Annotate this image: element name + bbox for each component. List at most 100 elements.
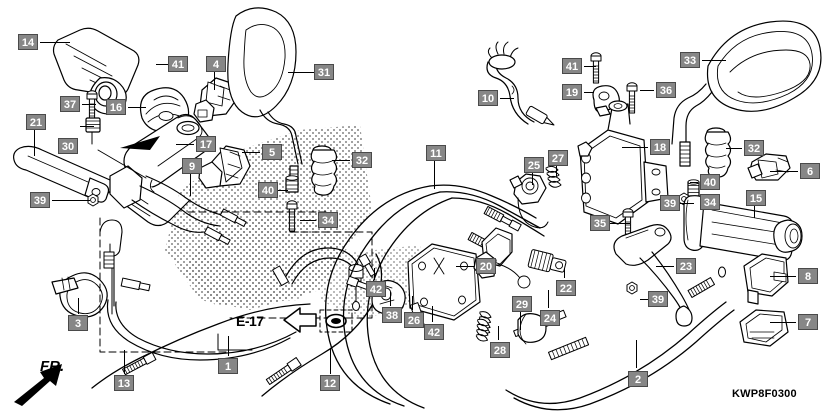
callout-26[interactable]: 26 xyxy=(404,312,424,328)
leader-13 xyxy=(124,350,125,374)
leader-19 xyxy=(584,92,594,93)
callout-36[interactable]: 36 xyxy=(656,82,676,98)
callout-42[interactable]: 42 xyxy=(424,324,444,340)
callout-24[interactable]: 24 xyxy=(540,310,560,326)
callout-34[interactable]: 34 xyxy=(700,194,720,210)
callout-31[interactable]: 31 xyxy=(314,64,334,80)
callout-30[interactable]: 30 xyxy=(58,138,78,154)
leader-10 xyxy=(500,98,514,99)
leader-18 xyxy=(622,147,648,148)
leader-30 xyxy=(80,126,94,127)
callout-21[interactable]: 21 xyxy=(26,114,46,130)
callout-34[interactable]: 34 xyxy=(318,212,338,228)
callout-17[interactable]: 17 xyxy=(196,136,216,152)
leader-41b xyxy=(584,66,596,67)
callout-19[interactable]: 19 xyxy=(562,84,582,100)
leader-20 xyxy=(456,266,474,267)
callout-32[interactable]: 32 xyxy=(744,140,764,156)
leader-37 xyxy=(82,104,96,105)
callout-3[interactable]: 3 xyxy=(68,315,88,331)
callout-1[interactable]: 1 xyxy=(218,358,238,374)
callout-40[interactable]: 40 xyxy=(258,182,278,198)
leader-41a xyxy=(156,64,170,65)
leader-4 xyxy=(214,72,215,90)
callout-23[interactable]: 23 xyxy=(676,258,696,274)
leader-2 xyxy=(636,340,637,368)
leader-40a xyxy=(278,190,288,191)
callout-28[interactable]: 28 xyxy=(490,342,510,358)
leader-14 xyxy=(40,42,70,43)
leader-32b xyxy=(726,148,742,149)
leader-33 xyxy=(702,60,726,61)
leader-5 xyxy=(242,152,260,153)
callout-39[interactable]: 39 xyxy=(660,195,680,211)
leader-11 xyxy=(434,161,435,189)
callout-14[interactable]: 14 xyxy=(18,34,38,50)
leader-39c xyxy=(640,299,648,300)
callout-38[interactable]: 38 xyxy=(382,307,402,323)
callout-41[interactable]: 41 xyxy=(168,56,188,72)
callout-6[interactable]: 6 xyxy=(800,163,820,179)
diagram-part-code: KWP8F0300 xyxy=(732,388,797,400)
callout-12[interactable]: 12 xyxy=(320,375,340,391)
callout-20[interactable]: 20 xyxy=(476,258,496,274)
leader-29 xyxy=(520,312,521,330)
callout-33[interactable]: 33 xyxy=(680,52,700,68)
leader-21 xyxy=(34,130,35,156)
leader-22 xyxy=(564,268,565,278)
leader-34a xyxy=(300,220,316,221)
callout-2[interactable]: 2 xyxy=(628,371,648,387)
leader-32a xyxy=(332,160,350,161)
callout-10[interactable]: 10 xyxy=(478,90,498,106)
leader-17 xyxy=(176,144,194,145)
leader-40b xyxy=(690,182,698,183)
callout-22[interactable]: 22 xyxy=(556,280,576,296)
callout-27[interactable]: 27 xyxy=(548,150,568,166)
leader-6 xyxy=(770,171,798,172)
callout-25[interactable]: 25 xyxy=(524,157,544,173)
leader-35 xyxy=(610,223,630,224)
leader-38 xyxy=(390,292,391,306)
leader-9 xyxy=(190,174,191,196)
callout-40[interactable]: 40 xyxy=(700,174,720,190)
leader-39a xyxy=(52,200,90,201)
callout-4[interactable]: 4 xyxy=(206,56,226,72)
callout-13[interactable]: 13 xyxy=(114,375,134,391)
leader-42a xyxy=(374,268,375,280)
leader-1 xyxy=(228,336,229,356)
callout-5[interactable]: 5 xyxy=(262,144,282,160)
callout-8[interactable]: 8 xyxy=(798,268,818,284)
leader-25 xyxy=(532,173,533,185)
leader-15 xyxy=(754,206,755,218)
callout-29[interactable]: 29 xyxy=(512,296,532,312)
leader-28 xyxy=(498,326,499,340)
callout-9[interactable]: 9 xyxy=(182,158,202,174)
leader-39b xyxy=(680,203,694,204)
leader-24 xyxy=(548,290,549,308)
callout-39[interactable]: 39 xyxy=(648,291,668,307)
callout-32[interactable]: 32 xyxy=(352,152,372,168)
leader-27 xyxy=(556,166,557,176)
callout-11[interactable]: 11 xyxy=(426,145,446,161)
front-direction-label: FR. xyxy=(40,358,65,375)
callout-35[interactable]: 35 xyxy=(590,215,610,231)
callout-39[interactable]: 39 xyxy=(30,192,50,208)
callout-18[interactable]: 18 xyxy=(650,139,670,155)
leader-7 xyxy=(770,322,796,323)
callout-41[interactable]: 41 xyxy=(562,58,582,74)
callout-42[interactable]: 42 xyxy=(366,281,386,297)
leader-12 xyxy=(330,348,331,374)
leader-31 xyxy=(288,72,314,73)
leader-36 xyxy=(640,90,654,91)
callout-37[interactable]: 37 xyxy=(60,96,80,112)
callout-7[interactable]: 7 xyxy=(798,314,818,330)
leader-23 xyxy=(656,266,674,267)
callout-16[interactable]: 16 xyxy=(106,99,126,115)
leader-8 xyxy=(770,276,796,277)
leader-3 xyxy=(78,298,79,314)
reference-label-e17[interactable]: E-17 xyxy=(236,313,264,329)
callout-15[interactable]: 15 xyxy=(746,190,766,206)
leader-26 xyxy=(412,296,413,310)
